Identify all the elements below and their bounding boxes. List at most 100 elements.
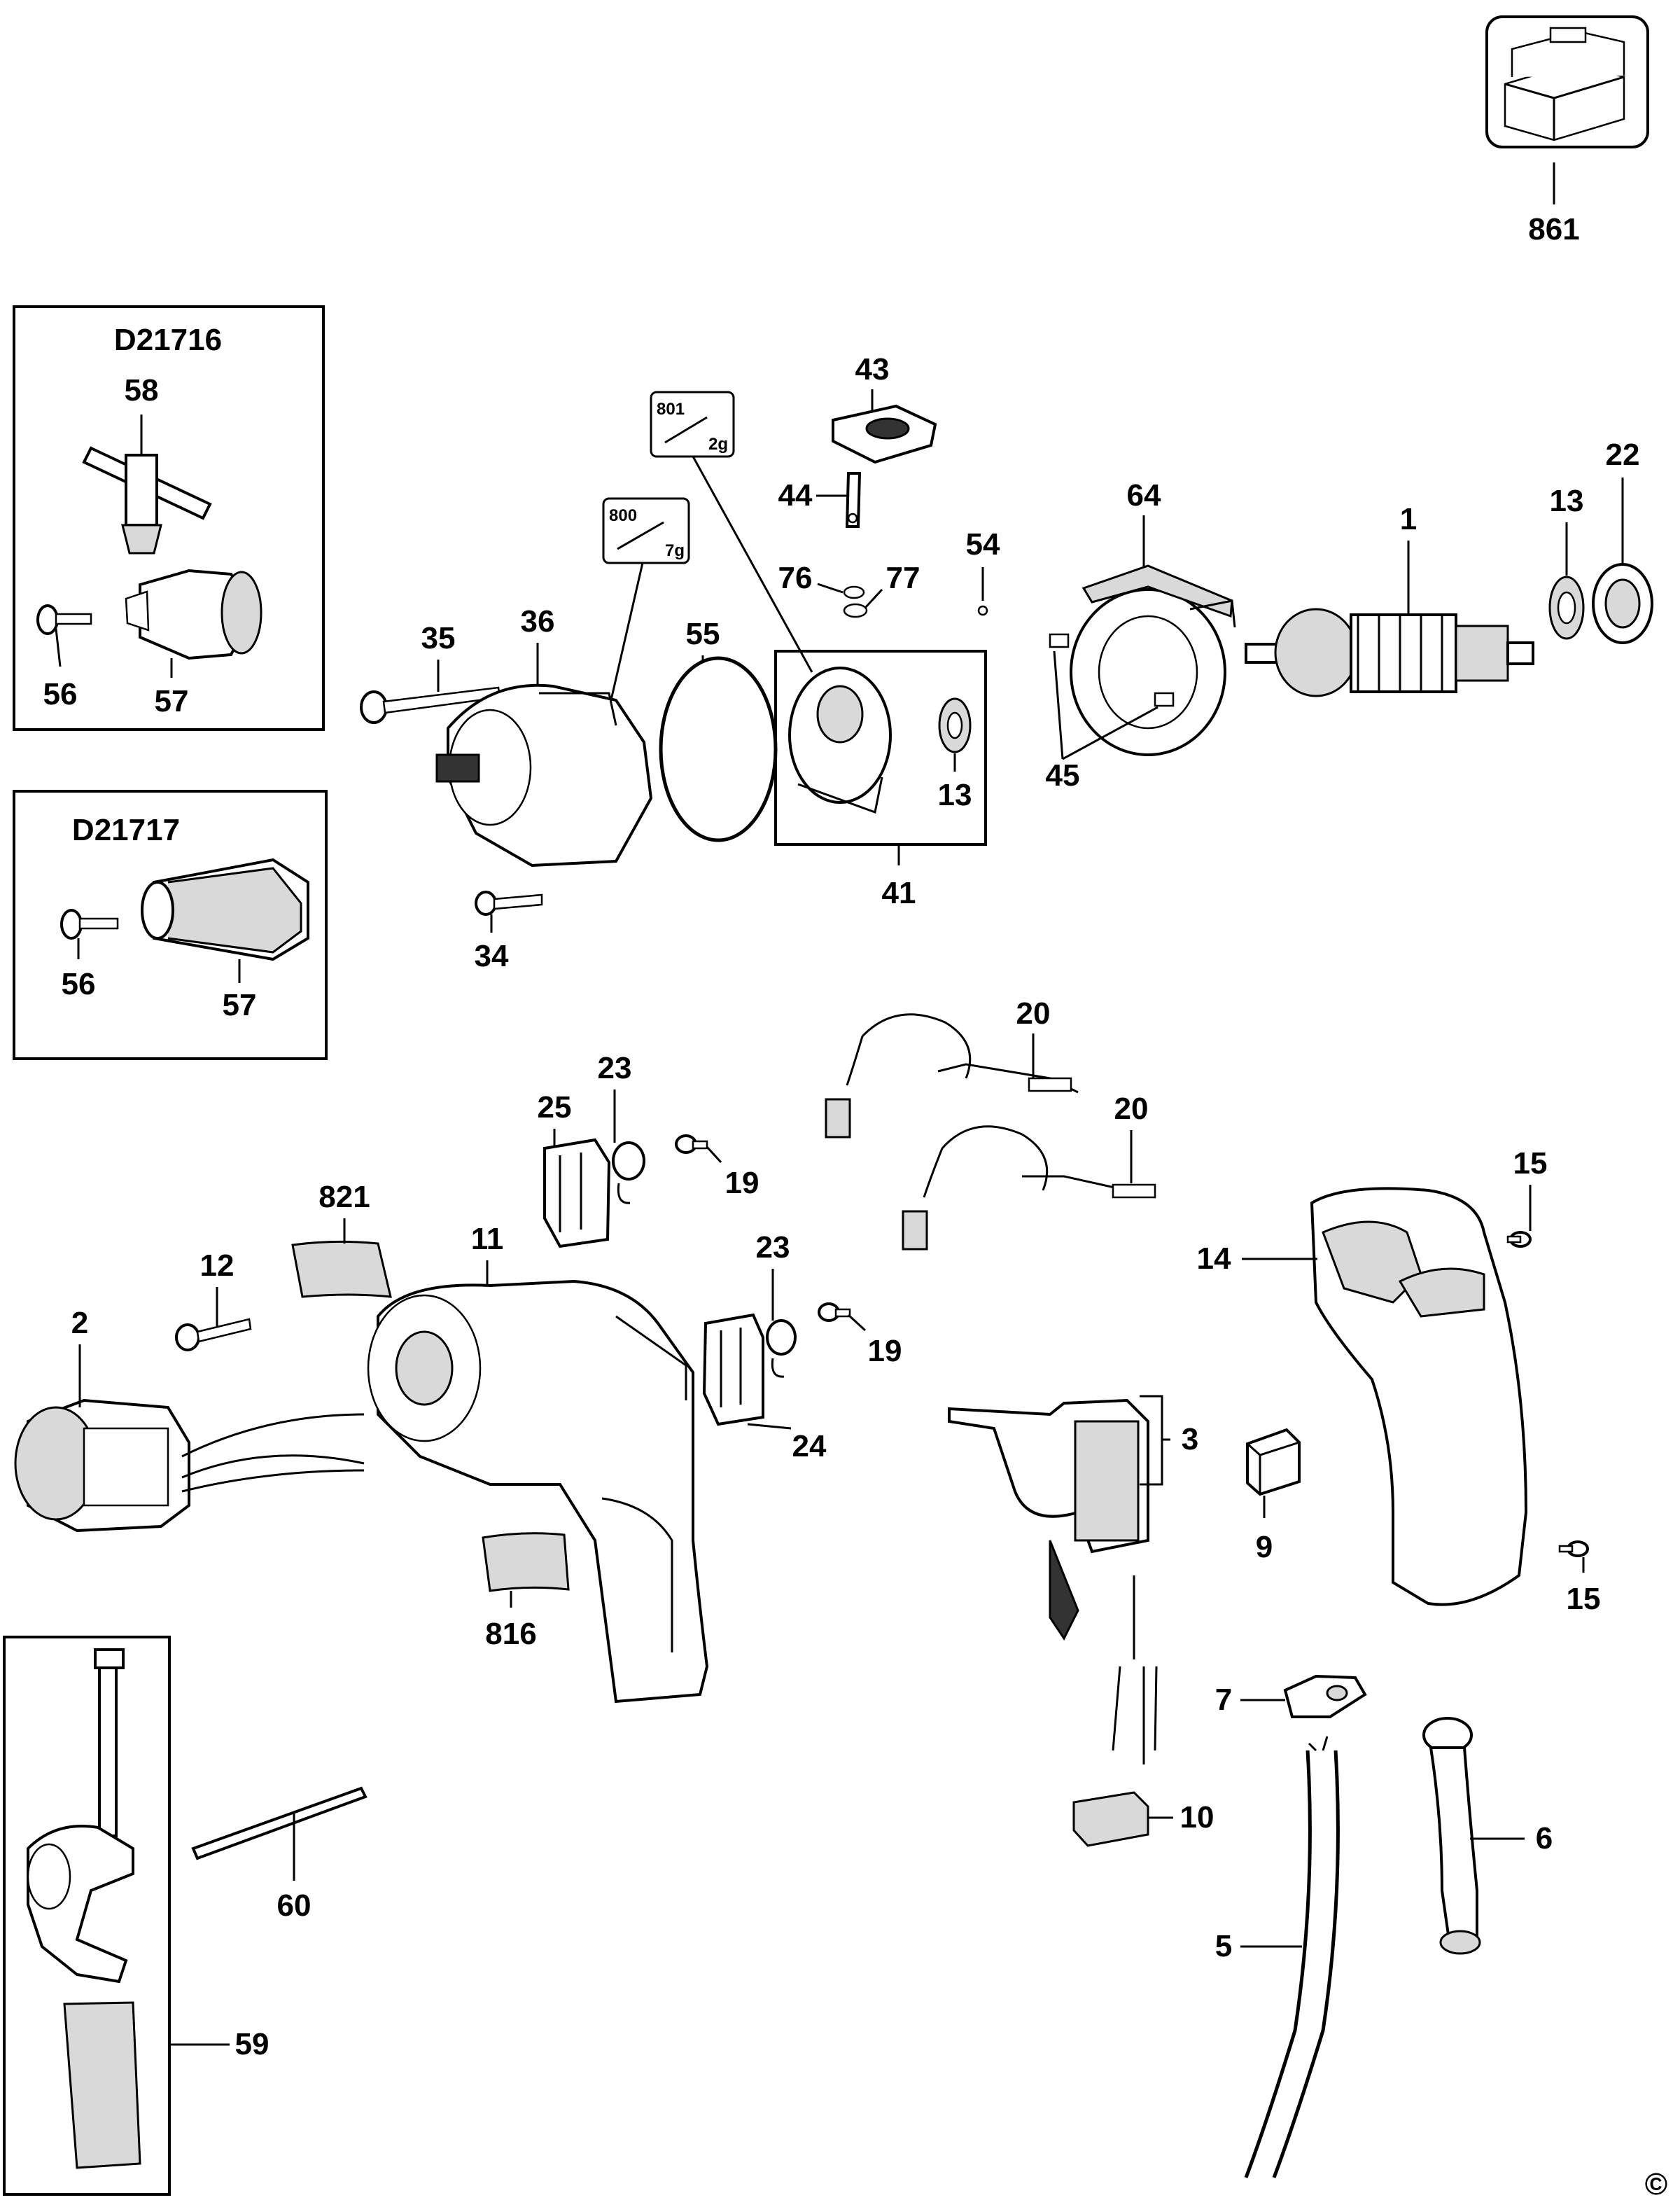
grease-tag-weight: 2g — [708, 435, 728, 454]
part-23-brush-spring — [612, 1141, 645, 1204]
part-59-side-handle-box — [3, 1636, 171, 2196]
label-60: 60 — [277, 1888, 312, 1923]
part-11-motor-housing — [367, 1279, 709, 1704]
label-76: 76 — [778, 561, 813, 595]
label-821: 821 — [318, 1180, 370, 1214]
label-36: 36 — [521, 604, 555, 639]
label-55: 55 — [686, 617, 720, 651]
label-5: 5 — [1215, 1929, 1232, 1963]
part-816-label — [482, 1532, 570, 1592]
label-19: 19 — [725, 1166, 760, 1200]
part-12-screw — [175, 1318, 252, 1351]
part-55-o-ring — [659, 656, 778, 842]
label-7: 7 — [1215, 1683, 1232, 1717]
part-58-chuck-key — [82, 446, 212, 555]
label-35: 35 — [421, 621, 456, 655]
label-25: 25 — [538, 1090, 572, 1125]
part-19-screw — [818, 1302, 851, 1322]
part-25-brush-box — [543, 1138, 611, 1248]
label-58: 58 — [125, 373, 159, 408]
label-1: 1 — [1400, 502, 1417, 536]
label-56: 56 — [62, 967, 96, 1001]
label-12: 12 — [200, 1248, 234, 1283]
leader-801 — [692, 456, 813, 673]
label-43: 43 — [855, 352, 890, 387]
label-2: 2 — [71, 1306, 88, 1340]
leader-800 — [605, 562, 644, 722]
part-13-bearing — [938, 697, 972, 753]
kit-box-title: D21717 — [72, 813, 180, 847]
part-56-chuck-screw — [60, 909, 119, 940]
label-54: 54 — [966, 527, 1000, 562]
part-14-handle-cover — [1310, 1187, 1528, 1606]
label-41: 41 — [882, 876, 916, 910]
label-861: 861 — [1528, 212, 1579, 246]
part-821-label — [291, 1240, 392, 1298]
label-15: 15 — [1513, 1146, 1548, 1181]
label-23: 23 — [756, 1230, 790, 1265]
part-57-keyed-chuck — [125, 569, 262, 660]
part-10-terminal-block — [1072, 1575, 1158, 1847]
label-14: 14 — [1197, 1241, 1231, 1276]
part-35-long-screw — [360, 686, 501, 724]
part-7-cord-clamp — [1283, 1674, 1367, 1718]
label-23: 23 — [598, 1051, 632, 1085]
grease-tag-801: 801 2g — [650, 391, 735, 458]
label-9: 9 — [1256, 1530, 1273, 1564]
label-19: 19 — [868, 1334, 902, 1368]
part-861-carry-case — [1485, 15, 1649, 148]
label-13: 13 — [1550, 484, 1584, 518]
label-77: 77 — [886, 561, 920, 595]
part-9-capacitor — [1246, 1428, 1301, 1496]
part-1-armature — [1245, 608, 1534, 697]
part-20-brush-lead-lower — [902, 1125, 1156, 1251]
kit-box-d21716: D21716 58 57 56 — [13, 305, 325, 731]
part-57-keyless-chuck — [141, 858, 309, 961]
label-57: 57 — [223, 988, 257, 1022]
part-19-screw — [675, 1134, 708, 1154]
part-15-screw-lower — [1558, 1540, 1589, 1557]
part-6-cord-protector — [1422, 1717, 1481, 1955]
label-57: 57 — [155, 684, 189, 718]
part-24-brush-box — [702, 1313, 764, 1426]
label-816: 816 — [485, 1617, 536, 1651]
part-43-selector-knob — [832, 404, 937, 464]
label-11: 11 — [471, 1222, 504, 1256]
part-22-bearing-cap — [1592, 563, 1653, 644]
part-36-gear-case — [435, 683, 653, 868]
label-3: 3 — [1182, 1422, 1198, 1456]
kit-box-title: D21716 — [114, 323, 222, 357]
part-41-intermediate-plate-box — [774, 650, 987, 846]
part-44-selector-pin — [845, 472, 862, 528]
label-59: 59 — [235, 2027, 270, 2061]
label-64: 64 — [1127, 478, 1161, 513]
label-15: 15 — [1567, 1582, 1601, 1616]
label-13: 13 — [938, 778, 972, 812]
label-6: 6 — [1536, 1821, 1553, 1856]
grease-tag-code: 800 — [609, 506, 637, 525]
label-56: 56 — [43, 677, 78, 711]
part-34-screw — [475, 891, 543, 916]
grease-tag-800: 800 7g — [602, 497, 690, 564]
part-60-depth-rod — [191, 1786, 368, 1860]
part-2-field-stator — [14, 1398, 365, 1533]
label-44: 44 — [778, 478, 813, 513]
label-20: 20 — [1016, 996, 1051, 1031]
label-45: 45 — [1046, 758, 1080, 793]
part-20-brush-lead-upper — [825, 1013, 1079, 1139]
part-13-bearing — [1548, 576, 1585, 640]
part-64-brush-holder — [1049, 564, 1236, 756]
part-23-brush-spring — [766, 1319, 797, 1378]
part-5-power-cord — [1244, 1736, 1340, 2178]
part-76-77-washers — [843, 585, 868, 618]
label-20: 20 — [1114, 1092, 1149, 1126]
kit-box-d21717: D21717 57 56 — [13, 790, 328, 1060]
part-54-ball — [977, 605, 988, 616]
label-22: 22 — [1606, 438, 1640, 472]
copyright-mark: © — [1645, 2167, 1667, 2201]
part-15-screw-upper — [1506, 1231, 1532, 1248]
label-24: 24 — [792, 1429, 827, 1463]
label-10: 10 — [1180, 1800, 1214, 1834]
grease-tag-weight: 7g — [665, 541, 685, 560]
